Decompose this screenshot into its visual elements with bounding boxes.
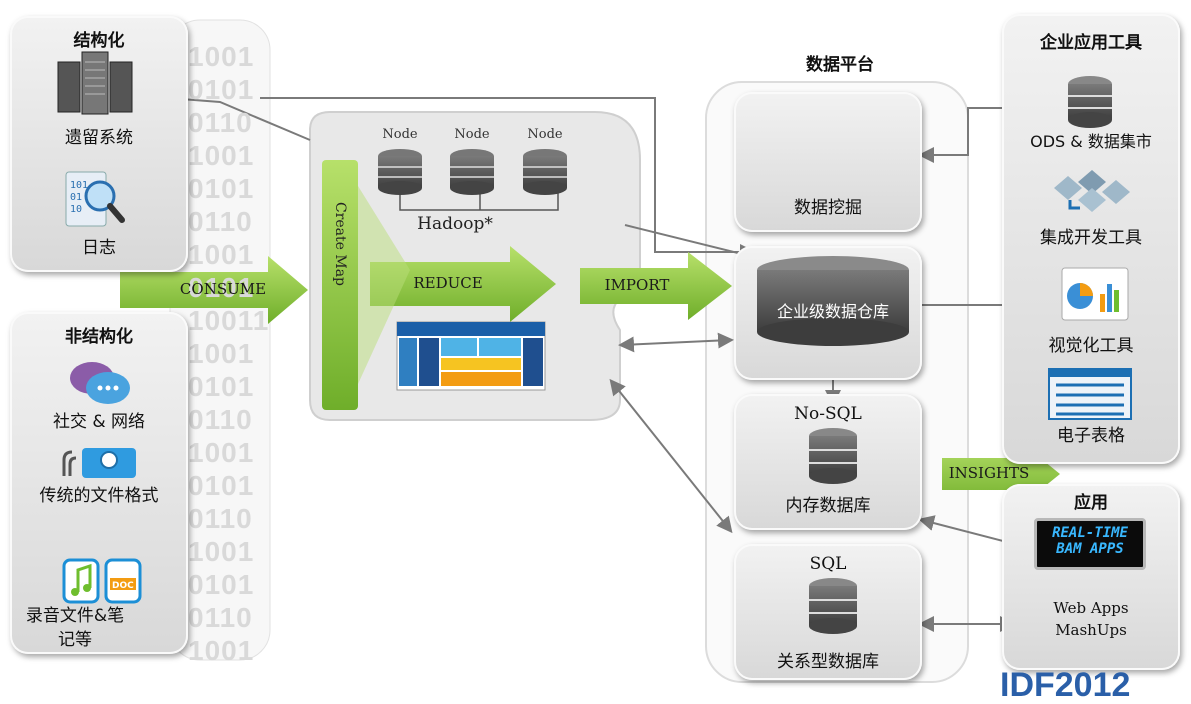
log-file-search-icon: 101 01 10 — [62, 168, 138, 230]
binary-background-text: 1001 0101 0110 1001 0101 0110 1001 0101 … — [188, 41, 270, 666]
svg-text:10: 10 — [70, 204, 82, 215]
hadoop-node-db-2 — [450, 149, 494, 195]
integration-diamonds-icon — [1046, 166, 1136, 216]
traditional-file-format-label: 传统的文件格式 — [39, 486, 159, 506]
web-apps-label: Web Apps — [1053, 599, 1129, 617]
reduce-arrow — [370, 246, 556, 322]
consume-arrow — [120, 256, 308, 324]
charts-icon — [1060, 266, 1130, 322]
social-network-label: 社交 & 网络 — [52, 412, 146, 432]
node-label-2: Node — [454, 127, 490, 142]
visualization-tools-label: 视觉化工具 — [1048, 336, 1134, 356]
warehouse-label: 企业级数据仓库 — [776, 302, 889, 321]
data-mining-box — [734, 92, 922, 232]
ods-datamart-label: ODS & 数据集市 — [1030, 132, 1152, 151]
connector-layer — [120, 19, 1060, 683]
spreadsheet-label: 电子表格 — [1057, 426, 1125, 446]
svg-text:DOC: DOC — [112, 581, 134, 591]
data-mining-label: 数据挖掘 — [794, 198, 862, 218]
log-label: 日志 — [82, 238, 116, 258]
idf-logo: IDF2012 — [1000, 666, 1131, 704]
node-label-1: Node — [382, 127, 418, 142]
apps-panel — [1002, 484, 1180, 670]
apps-title: 应用 — [1074, 493, 1108, 513]
hadoop-node-db-1 — [378, 149, 422, 195]
audio-notes-label: 录音文件&笔记等 — [25, 606, 125, 650]
insights-label: INSIGHTS — [948, 464, 1030, 482]
in-memory-db-label: 内存数据库 — [785, 496, 871, 516]
database-icon — [1068, 76, 1112, 128]
nosql-db-icon — [809, 428, 857, 484]
platform-title: 数据平台 — [806, 55, 874, 75]
chat-bubbles-icon — [68, 360, 132, 406]
realtime-bam-display: REAL-TIME BAM APPS — [1034, 518, 1146, 570]
unstructured-title: 非结构化 — [65, 327, 133, 347]
create-map-label: Create Map — [332, 201, 348, 287]
integration-dev-tools-label: 集成开发工具 — [1040, 228, 1142, 248]
relational-db-label: 关系型数据库 — [777, 652, 879, 672]
spreadsheet-icon — [1048, 368, 1132, 420]
structured-title: 结构化 — [73, 31, 125, 51]
sql-db-icon — [809, 578, 857, 634]
import-arrow — [580, 252, 732, 320]
nosql-label: No-SQL — [794, 404, 862, 424]
rss-media-icon — [60, 446, 140, 480]
warehouse-db-cylinder — [757, 256, 909, 346]
create-map-bar — [322, 160, 358, 410]
hadoop-label: Hadoop* — [417, 214, 493, 234]
node-label-3: Node — [527, 127, 563, 142]
svg-text:01: 01 — [70, 192, 82, 203]
hadoop-node-db-3 — [523, 149, 567, 195]
legacy-system-label: 遗留系统 — [65, 128, 133, 148]
display-line-1: REAL-TIME — [1052, 525, 1128, 541]
mashups-label: MashUps — [1055, 621, 1127, 639]
svg-text:101: 101 — [70, 180, 88, 191]
import-label: IMPORT — [604, 276, 670, 294]
audio-doc-files-icon: DOC — [62, 556, 142, 604]
server-rack-icon — [54, 50, 134, 118]
data-mining-magnifier-icon — [790, 122, 850, 182]
tools-title: 企业应用工具 — [1040, 33, 1142, 53]
consume-label: CONSUME — [179, 280, 267, 298]
display-line-2: BAM APPS — [1056, 541, 1124, 557]
reduce-label: REDUCE — [413, 274, 483, 292]
sql-label: SQL — [809, 554, 847, 574]
intel-manager-screenshot — [396, 321, 546, 391]
